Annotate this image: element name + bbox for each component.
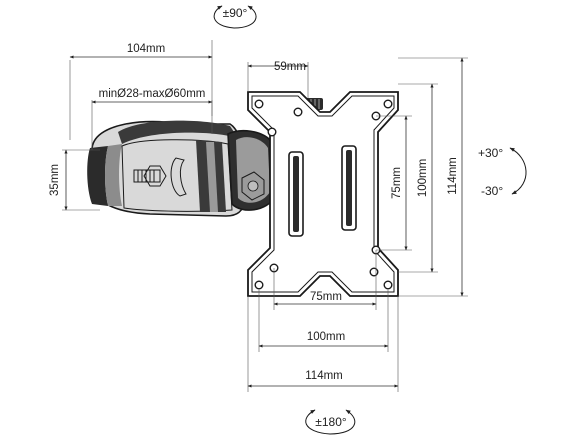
dim-clamp-height: 35mm — [49, 149, 100, 211]
clamp-range-label: minØ28-maxØ60mm — [99, 88, 206, 100]
dim-vesa-inner-w: 75mm — [273, 250, 377, 310]
vesa-inner-w-label: 75mm — [310, 291, 342, 303]
tilt-up-label: +30° — [478, 146, 503, 160]
plate-width-label: 114mm — [305, 370, 343, 382]
vesa-plate — [247, 91, 399, 297]
pole-clamp — [87, 98, 323, 217]
dim-clamp-range: minØ28-maxØ60mm — [91, 88, 213, 150]
dim-plate-height: 114mm — [398, 57, 468, 297]
tilt-down-label: -30° — [481, 184, 503, 198]
rotate-arrow-icon — [305, 409, 356, 435]
tilt-arrow-icon — [509, 147, 527, 195]
dim-vesa-inner-h: 75mm — [376, 115, 412, 251]
dim-vesa-outer-h: 100mm — [398, 83, 438, 273]
clamp-width-label: 104mm — [127, 43, 165, 55]
vesa-outer-w-label: 100mm — [307, 331, 345, 343]
vesa-outer-h-label: 100mm — [417, 159, 429, 197]
plate-offset-label: 59mm — [274, 61, 306, 73]
tilt-indicator: +30° -30° — [478, 146, 527, 198]
dim-plate-offset: 59mm — [247, 61, 309, 98]
vesa-inner-h-label: 75mm — [391, 167, 403, 199]
rotate-180-indicator: ±180° — [305, 409, 356, 435]
clamp-height-label: 35mm — [49, 164, 61, 196]
rotate-arrow-icon — [213, 5, 257, 29]
dim-plate-width: 114mm — [247, 296, 399, 392]
dim-clamp-width: 104mm — [69, 40, 213, 140]
rotate-90-indicator: ±90° — [213, 5, 257, 29]
dim-vesa-outer-w: 100mm — [258, 290, 389, 352]
rotate-top-label: ±90° — [223, 6, 248, 20]
plate-height-label: 114mm — [447, 157, 459, 195]
rotate-bottom-label: ±180° — [315, 415, 347, 429]
